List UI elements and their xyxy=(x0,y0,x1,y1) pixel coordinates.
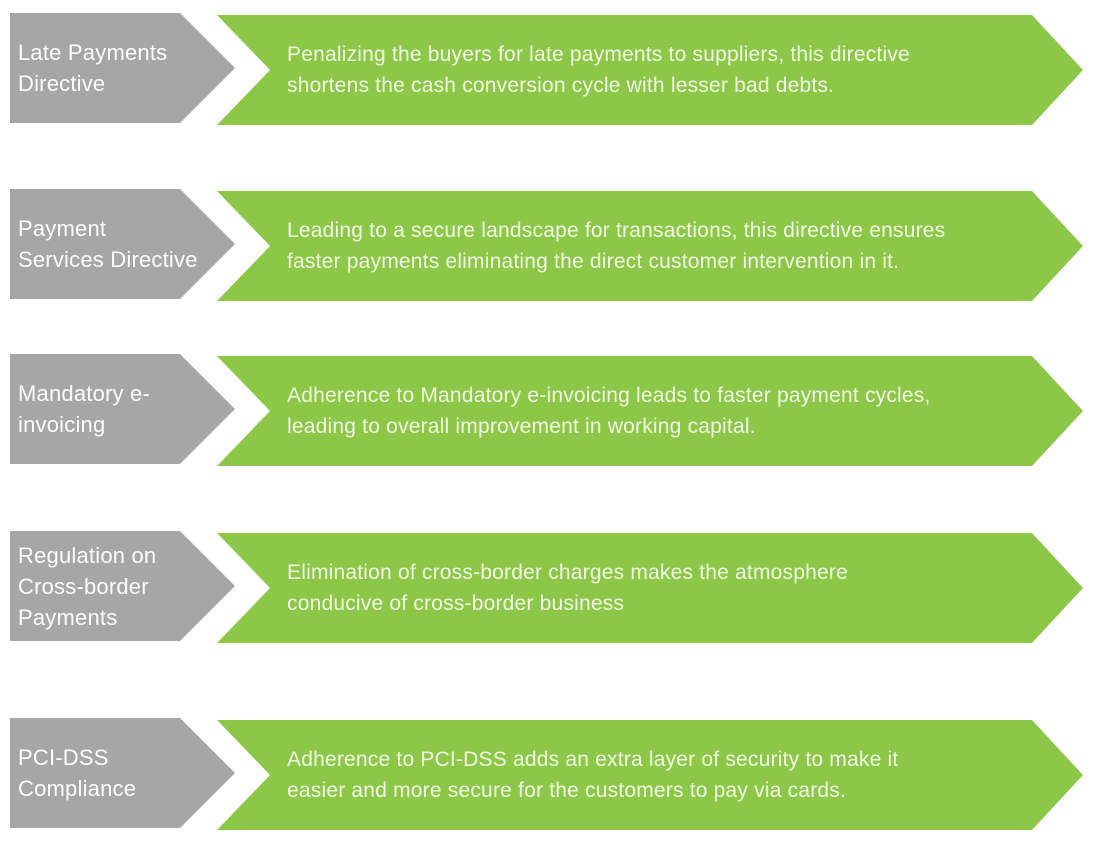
description-line: easier and more secure for the customers… xyxy=(287,779,847,802)
directive-description: Penalizing the buyers for late payments … xyxy=(217,39,910,101)
label-line: Late Payments xyxy=(18,40,168,65)
label-line: Payment xyxy=(18,216,107,241)
label-line: invoicing xyxy=(18,412,106,437)
directive-row-pci-dss: PCI-DSS Compliance Adherence to PCI-DSS … xyxy=(0,718,1096,828)
label-line: PCI-DSS xyxy=(18,745,109,770)
green-chevron-shape: Leading to a secure landscape for transa… xyxy=(217,191,1083,301)
directive-description: Adherence to Mandatory e-invoicing leads… xyxy=(217,380,931,442)
description-line: Leading to a secure landscape for transa… xyxy=(287,219,946,242)
directive-description: Elimination of cross-border charges make… xyxy=(217,557,848,619)
gray-arrow-shape: Mandatory e- invoicing xyxy=(10,354,235,464)
description-line: Penalizing the buyers for late payments … xyxy=(287,43,910,66)
directive-label: Mandatory e- invoicing xyxy=(10,378,150,440)
gray-arrow-shape: Payment Services Directive xyxy=(10,189,235,299)
description-line: Adherence to PCI-DSS adds an extra layer… xyxy=(287,748,899,771)
label-line: Payments xyxy=(18,604,118,630)
directive-description: Adherence to PCI-DSS adds an extra layer… xyxy=(217,744,898,806)
label-line: Cross-border xyxy=(18,573,149,599)
description-line: Elimination of cross-border charges make… xyxy=(287,561,848,584)
directive-row-mandatory-einvoicing: Mandatory e- invoicing Adherence to Mand… xyxy=(0,354,1096,464)
directive-row-payment-services: Payment Services Directive Leading to a … xyxy=(0,189,1096,299)
directive-description: Leading to a secure landscape for transa… xyxy=(217,215,945,277)
label-line: Directive xyxy=(18,71,106,96)
directive-label: Regulation on Cross-border Payments xyxy=(10,540,156,633)
label-line: Services Directive xyxy=(18,247,198,272)
directive-label: Payment Services Directive xyxy=(10,213,198,275)
gray-arrow-shape: Regulation on Cross-border Payments xyxy=(10,531,235,641)
gray-arrow-shape: PCI-DSS Compliance xyxy=(10,718,235,828)
label-line: Compliance xyxy=(18,776,137,801)
description-line: shortens the cash conversion cycle with … xyxy=(287,74,835,97)
directive-label: Late Payments Directive xyxy=(10,37,167,99)
green-chevron-shape: Adherence to Mandatory e-invoicing leads… xyxy=(217,356,1083,466)
description-line: faster payments eliminating the direct c… xyxy=(287,250,900,273)
directive-row-late-payments: Late Payments Directive Penalizing the b… xyxy=(0,13,1096,123)
description-line: leading to overall improvement in workin… xyxy=(287,415,756,438)
green-chevron-shape: Penalizing the buyers for late payments … xyxy=(217,15,1083,125)
directive-label: PCI-DSS Compliance xyxy=(10,742,136,804)
green-chevron-shape: Adherence to PCI-DSS adds an extra layer… xyxy=(217,720,1083,830)
gray-arrow-shape: Late Payments Directive xyxy=(10,13,235,123)
description-line: conducive of cross-border business xyxy=(287,592,625,615)
label-line: Regulation on xyxy=(18,542,157,568)
directive-row-cross-border-payments: Regulation on Cross-border Payments Elim… xyxy=(0,531,1096,641)
label-line: Mandatory e- xyxy=(18,381,151,406)
description-line: Adherence to Mandatory e-invoicing leads… xyxy=(287,384,931,407)
green-chevron-shape: Elimination of cross-border charges make… xyxy=(217,533,1083,643)
